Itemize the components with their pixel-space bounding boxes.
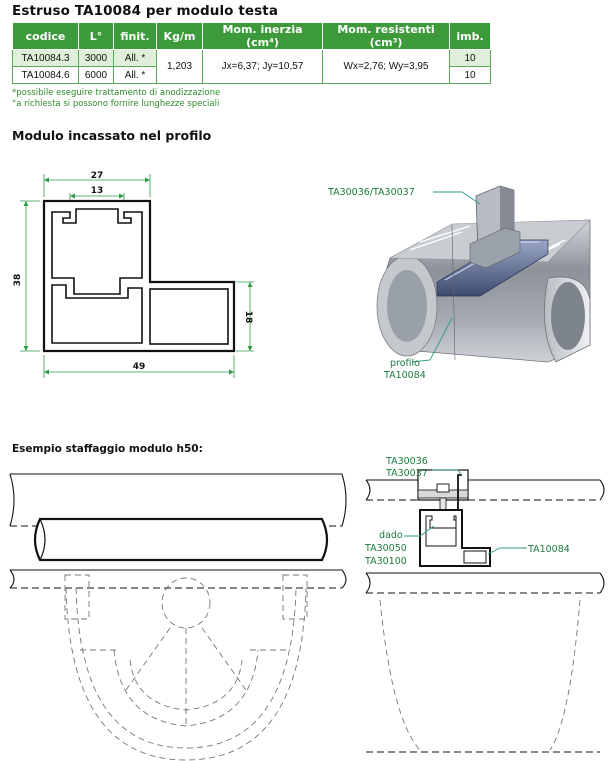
dim-side-height: 18 <box>243 311 253 324</box>
cell-resistenti: Wx=2,76; Wy=3,95 <box>322 49 450 84</box>
cell-finitura: All. * <box>113 49 157 67</box>
cell-finitura: All. * <box>113 66 157 84</box>
label-profilo: profilo <box>390 358 420 369</box>
section-heading-staffaggio: Esempio staffaggio modulo h50: <box>12 443 203 455</box>
table-header-row: codice L° finit. Kg/m Mom. inerzia (cm⁴)… <box>12 22 491 50</box>
cell-lunghezza: 3000 <box>78 49 114 67</box>
dim-height: 38 <box>13 274 23 287</box>
staffaggio-right-drawing: TA30036 TA30037 dado TA30050 TA30100 TA1… <box>364 456 605 753</box>
profile-3d-render: TA30036/TA30037 profilo TA10084 <box>327 185 591 381</box>
label-clip-code: TA30036/TA30037 <box>327 187 415 198</box>
table-row: TA10084.3 3000 All. * 1,203 Jx=6,37; Jy=… <box>12 49 491 84</box>
profile-section-drawing: 27 13 38 49 18 <box>13 171 254 378</box>
col-header-resistenti: Mom. resistenti (cm³) <box>322 22 450 50</box>
table-row: TA10084.6 6000 All. * 10 <box>12 66 491 84</box>
section-heading-incassato: Modulo incassato nel profilo <box>12 128 212 143</box>
col-header-finitura: finit. <box>113 22 157 50</box>
col-header-lunghezza: L° <box>78 22 114 50</box>
cell-codice: TA10084.6 <box>12 66 79 84</box>
note-anodizzazione: *possibile eseguire trattamento di anodi… <box>12 88 221 98</box>
label-dado-1: TA30050 <box>364 543 407 554</box>
label-profile-code: TA10084 <box>527 544 570 555</box>
label-clip-2: TA30037 <box>385 468 428 479</box>
label-dado-2: TA30100 <box>364 556 407 567</box>
label-clip-1: TA30036 <box>385 456 428 467</box>
cell-lunghezza: 6000 <box>78 66 114 84</box>
dim-top-width: 27 <box>91 171 104 181</box>
col-header-kgm: Kg/m <box>156 22 203 50</box>
spec-table: codice L° finit. Kg/m Mom. inerzia (cm⁴)… <box>12 22 491 84</box>
cell-kgm: 1,203 <box>156 49 203 84</box>
label-profilo-code: TA10084 <box>383 370 426 381</box>
label-dado: dado <box>379 530 403 541</box>
col-header-imb: imb. <box>449 22 491 50</box>
page-title: Estruso TA10084 per modulo testa <box>12 3 279 19</box>
dim-total-width: 49 <box>133 362 146 372</box>
cell-inerzia: Jx=6,37; Jy=10,57 <box>202 49 323 84</box>
col-header-inerzia: Mom. inerzia (cm⁴) <box>202 22 323 50</box>
cell-imb: 10 <box>449 66 491 84</box>
staffaggio-left-drawing <box>9 473 347 761</box>
dim-slot-width: 13 <box>91 186 104 196</box>
note-lunghezze: °a richiesta si possono fornire lunghezz… <box>12 99 220 109</box>
